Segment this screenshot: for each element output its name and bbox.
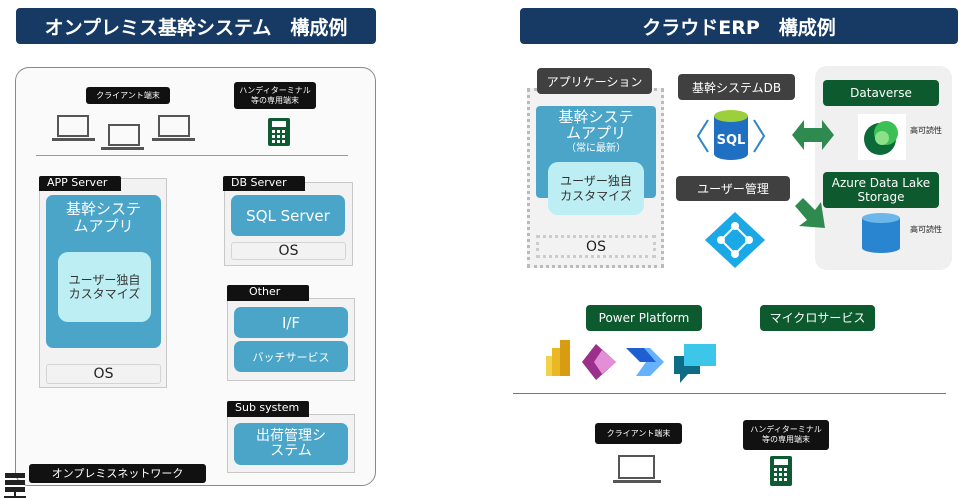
db-server-tag: DB Server xyxy=(223,176,305,191)
network-label: オンプレミスネットワーク xyxy=(29,464,206,483)
power-bi-icon xyxy=(546,340,570,376)
user-mgmt-label: ユーザー管理 xyxy=(676,176,790,201)
other-tag: Other xyxy=(227,285,309,301)
if-box: I/F xyxy=(234,307,348,338)
onprem-title: オンプレミス基幹システム 構成例 xyxy=(16,8,376,44)
cloud-laptop-icon xyxy=(613,455,661,483)
cloud-os-box: OS xyxy=(536,235,656,258)
power-platform-label: Power Platform xyxy=(586,305,702,331)
cloud-title: クラウドERP 構成例 xyxy=(520,8,958,44)
db-label: 基幹システムDB xyxy=(678,74,795,100)
microservice-label: マイクロサービス xyxy=(760,305,875,331)
cloud-custom-box: ユーザー独自カスタマイズ xyxy=(548,162,644,215)
storage-icon xyxy=(862,213,900,253)
server-icon xyxy=(4,473,26,498)
readability-2: 高可読性 xyxy=(910,225,942,234)
azure-ad-icon xyxy=(705,212,765,268)
divider-right xyxy=(513,393,946,394)
shipping-system-box: 出荷管理システム xyxy=(234,423,348,465)
dataverse-icon xyxy=(858,114,906,160)
adls-label: Azure Data Lake Storage xyxy=(823,172,939,208)
sql-icon-text: SQL xyxy=(717,133,746,148)
app-os-box: OS xyxy=(46,364,161,384)
cloud-handheld-icon xyxy=(770,456,792,486)
power-virtual-agents-icon xyxy=(674,344,716,383)
azure-sql-icon: SQL xyxy=(696,110,766,160)
readability-1: 高可読性 xyxy=(910,126,942,135)
power-automate-icon xyxy=(626,348,664,376)
custom-box: ユーザー独自カスタマイズ xyxy=(58,252,151,322)
handheld-terminal-icon xyxy=(268,118,290,146)
sql-server-box: SQL Server xyxy=(231,195,345,236)
sub-system-tag: Sub system xyxy=(227,401,309,417)
handy-label: ハンディターミナル等の専用端末 xyxy=(234,82,316,109)
power-apps-icon xyxy=(582,344,616,380)
application-label: アプリケーション xyxy=(537,68,652,94)
app-server-tag: APP Server xyxy=(39,176,121,191)
flow-arrow-icon xyxy=(795,198,825,228)
cloud-client-label: クライアント端末 xyxy=(595,423,682,444)
cloud-app-note: （常に最新） xyxy=(566,142,626,154)
cloud-handy-label: ハンディターミナル等の専用端末 xyxy=(743,420,829,450)
divider xyxy=(36,155,348,156)
cloud-app-name: 基幹システムアプリ xyxy=(558,108,634,142)
batch-service-box: バッチサービス xyxy=(234,341,348,372)
db-os-box: OS xyxy=(231,242,346,260)
client-label: クライアント端末 xyxy=(86,87,170,104)
laptop-icons xyxy=(52,115,195,150)
sync-arrow-icon xyxy=(792,120,834,150)
power-platform-icons xyxy=(546,340,716,383)
dataverse-label: Dataverse xyxy=(823,80,939,106)
